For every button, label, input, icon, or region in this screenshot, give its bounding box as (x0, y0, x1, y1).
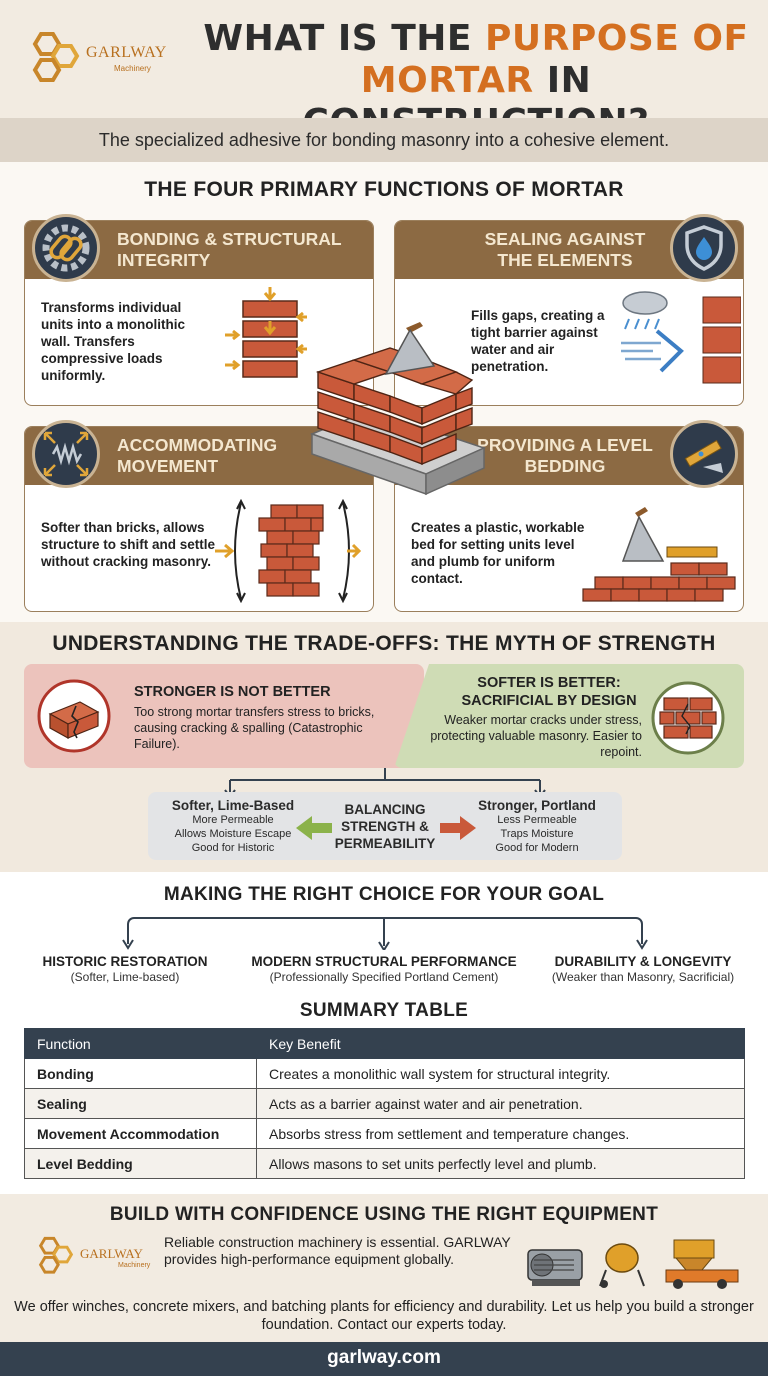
summary-title: SUMMARY TABLE (299, 1000, 469, 1021)
choice-title: MAKING THE RIGHT CHOICE FOR YOUR GOAL (163, 884, 605, 905)
card-bonding-body: Transforms individual units into a monol… (41, 300, 185, 383)
balance-right-line: Traps Moisture (500, 828, 574, 840)
balance-right-line: Less Permeable (497, 814, 577, 826)
balance-box: Softer, Lime-Based More Permeable Allows… (148, 792, 622, 860)
functions-section: THE FOUR PRIMARY FUNCTIONS OF MORTAR BON… (0, 162, 768, 622)
cta-section: BUILD WITH CONFIDENCE USING THE RIGHT EQ… (0, 1194, 768, 1342)
table-cell-benefit: Absorbs stress from settlement and tempe… (256, 1118, 745, 1149)
table-cell-function: Level Bedding (24, 1148, 257, 1179)
arrow-left-icon (296, 816, 332, 840)
rain-wind-wall-icon (621, 291, 741, 384)
softer-body: Weaker mortar cracks under stress, prote… (430, 713, 642, 759)
stronger-body: Too strong mortar transfers stress to br… (134, 705, 375, 751)
subtitle-bar: The specialized adhesive for bonding mas… (0, 118, 768, 162)
trowel-level-bricks-icon (582, 507, 736, 602)
cta-body-1: Reliable construction machinery is essen… (164, 1234, 511, 1267)
footer-bar: garlway.com (0, 1342, 768, 1376)
table-header-row: Function Key Benefit (24, 1028, 745, 1059)
hexagon-logo-icon (32, 32, 80, 82)
card-movement: ACCOMMODATING MOVEMENT Softer than brick… (24, 426, 374, 612)
tradeoffs-section: UNDERSTANDING THE TRADE-OFFS: THE MYTH O… (0, 622, 768, 872)
flexing-brick-wall-icon (215, 499, 361, 603)
choice-connector (122, 917, 648, 950)
card-level-bedding-title: PROVIDING A LEVEL BEDDING (477, 435, 653, 476)
page-subtitle: The specialized adhesive for bonding mas… (98, 130, 670, 150)
table-cell-function: Movement Accommodation (24, 1118, 257, 1149)
cta-logo-subtext: Machinery (118, 1262, 151, 1269)
machinery-illustration (527, 1239, 739, 1289)
card-bonding-title: BONDING & STRUCTURAL INTEGRITY (117, 229, 342, 270)
stronger-title: STRONGER IS NOT BETTER (134, 684, 331, 700)
logo-subtext: Machinery (114, 64, 151, 73)
card-sealing-title: SEALING AGAINST THE ELEMENTS (484, 229, 646, 270)
table-cell-function: Bonding (24, 1058, 257, 1089)
level-trowel-icon (670, 420, 738, 488)
table-row: Sealing Acts as a barrier against water … (24, 1088, 745, 1119)
concrete-mixer-icon (599, 1243, 645, 1288)
table-row: Level Bedding Allows masons to set units… (24, 1148, 745, 1179)
choice-durability-label: DURABILITY & LONGEVITY (554, 954, 732, 969)
choice-modern-sub: (Professionally Specified Portland Cemen… (269, 970, 499, 984)
softer-title: SOFTER IS BETTER: SACRIFICIAL BY DESIGN (461, 675, 637, 709)
choice-historic-sub: (Softer, Lime-based) (70, 970, 180, 984)
cracked-mortar-icon (651, 681, 725, 755)
summary-table: Function Key Benefit Bonding Creates a m… (24, 1028, 745, 1179)
stronger-not-better-panel: STRONGER IS NOT BETTER Too strong mortar… (24, 664, 424, 768)
choice-modern-label: MODERN STRUCTURAL PERFORMANCE (251, 954, 517, 969)
table-cell-benefit: Acts as a barrier against water and air … (256, 1088, 745, 1119)
balance-left-line: Allows Moisture Escape (174, 828, 292, 840)
logo-wordmark: GARLWAY (86, 44, 167, 61)
table-header-function: Function (24, 1028, 257, 1059)
table-cell-benefit: Creates a monolithic wall system for str… (256, 1058, 745, 1089)
balance-center-label: BALANCING STRENGTH & PERMEABILITY (334, 802, 436, 851)
card-movement-body: Softer than bricks, allows structure to … (41, 520, 216, 569)
header: GARLWAY Machinery WHAT IS THE PURPOSE OF… (0, 0, 768, 143)
balance-left-line: More Permeable (192, 814, 274, 826)
choice-historic-label: HISTORIC RESTORATION (42, 954, 208, 969)
cta-body-2: We offer winches, concrete mixers, and b… (14, 1299, 754, 1333)
cracked-brick-icon (37, 679, 111, 753)
website-link[interactable]: garlway.com (327, 1347, 441, 1368)
balance-left-title: Softer, Lime-Based (171, 798, 295, 813)
shield-drop-icon (670, 214, 738, 282)
choice-section: MAKING THE RIGHT CHOICE FOR YOUR GOAL HI… (0, 872, 768, 1194)
cta-title: BUILD WITH CONFIDENCE USING THE RIGHT EQ… (109, 1204, 659, 1225)
winch-icon (527, 1249, 583, 1286)
balance-right-title: Stronger, Portland (478, 798, 596, 813)
table-cell-function: Sealing (24, 1088, 257, 1119)
table-cell-benefit: Allows masons to set units perfectly lev… (256, 1148, 745, 1179)
garlway-logo: GARLWAY Machinery (26, 30, 196, 86)
table-row: Bonding Creates a monolithic wall system… (24, 1058, 745, 1089)
balance-right-line: Good for Modern (495, 842, 579, 854)
batching-plant-icon (665, 1239, 739, 1289)
card-sealing-body: Fills gaps, creating a tight barrier aga… (471, 308, 605, 374)
brick-stack-compression-icon (225, 287, 307, 378)
cta-logo-wordmark: GARLWAY (80, 1246, 143, 1261)
arrow-right-icon (440, 816, 476, 840)
table-row: Movement Accommodation Absorbs stress fr… (24, 1118, 745, 1149)
balance-left-line: Good for Historic (191, 842, 275, 854)
hexagon-logo-icon (38, 1236, 74, 1274)
brick-wall-trowel-illustration (309, 322, 487, 496)
spring-arrows-icon (32, 420, 100, 488)
card-level-bedding-body: Creates a plastic, workable bed for sett… (411, 520, 585, 586)
functions-title: THE FOUR PRIMARY FUNCTIONS OF MORTAR (144, 178, 624, 201)
tradeoffs-title: UNDERSTANDING THE TRADE-OFFS: THE MYTH O… (52, 632, 716, 655)
chain-gear-icon (32, 214, 100, 282)
card-movement-title: ACCOMMODATING MOVEMENT (117, 435, 278, 476)
choice-durability-sub: (Weaker than Masonry, Sacrificial) (551, 970, 735, 984)
table-header-benefit: Key Benefit (256, 1028, 745, 1059)
